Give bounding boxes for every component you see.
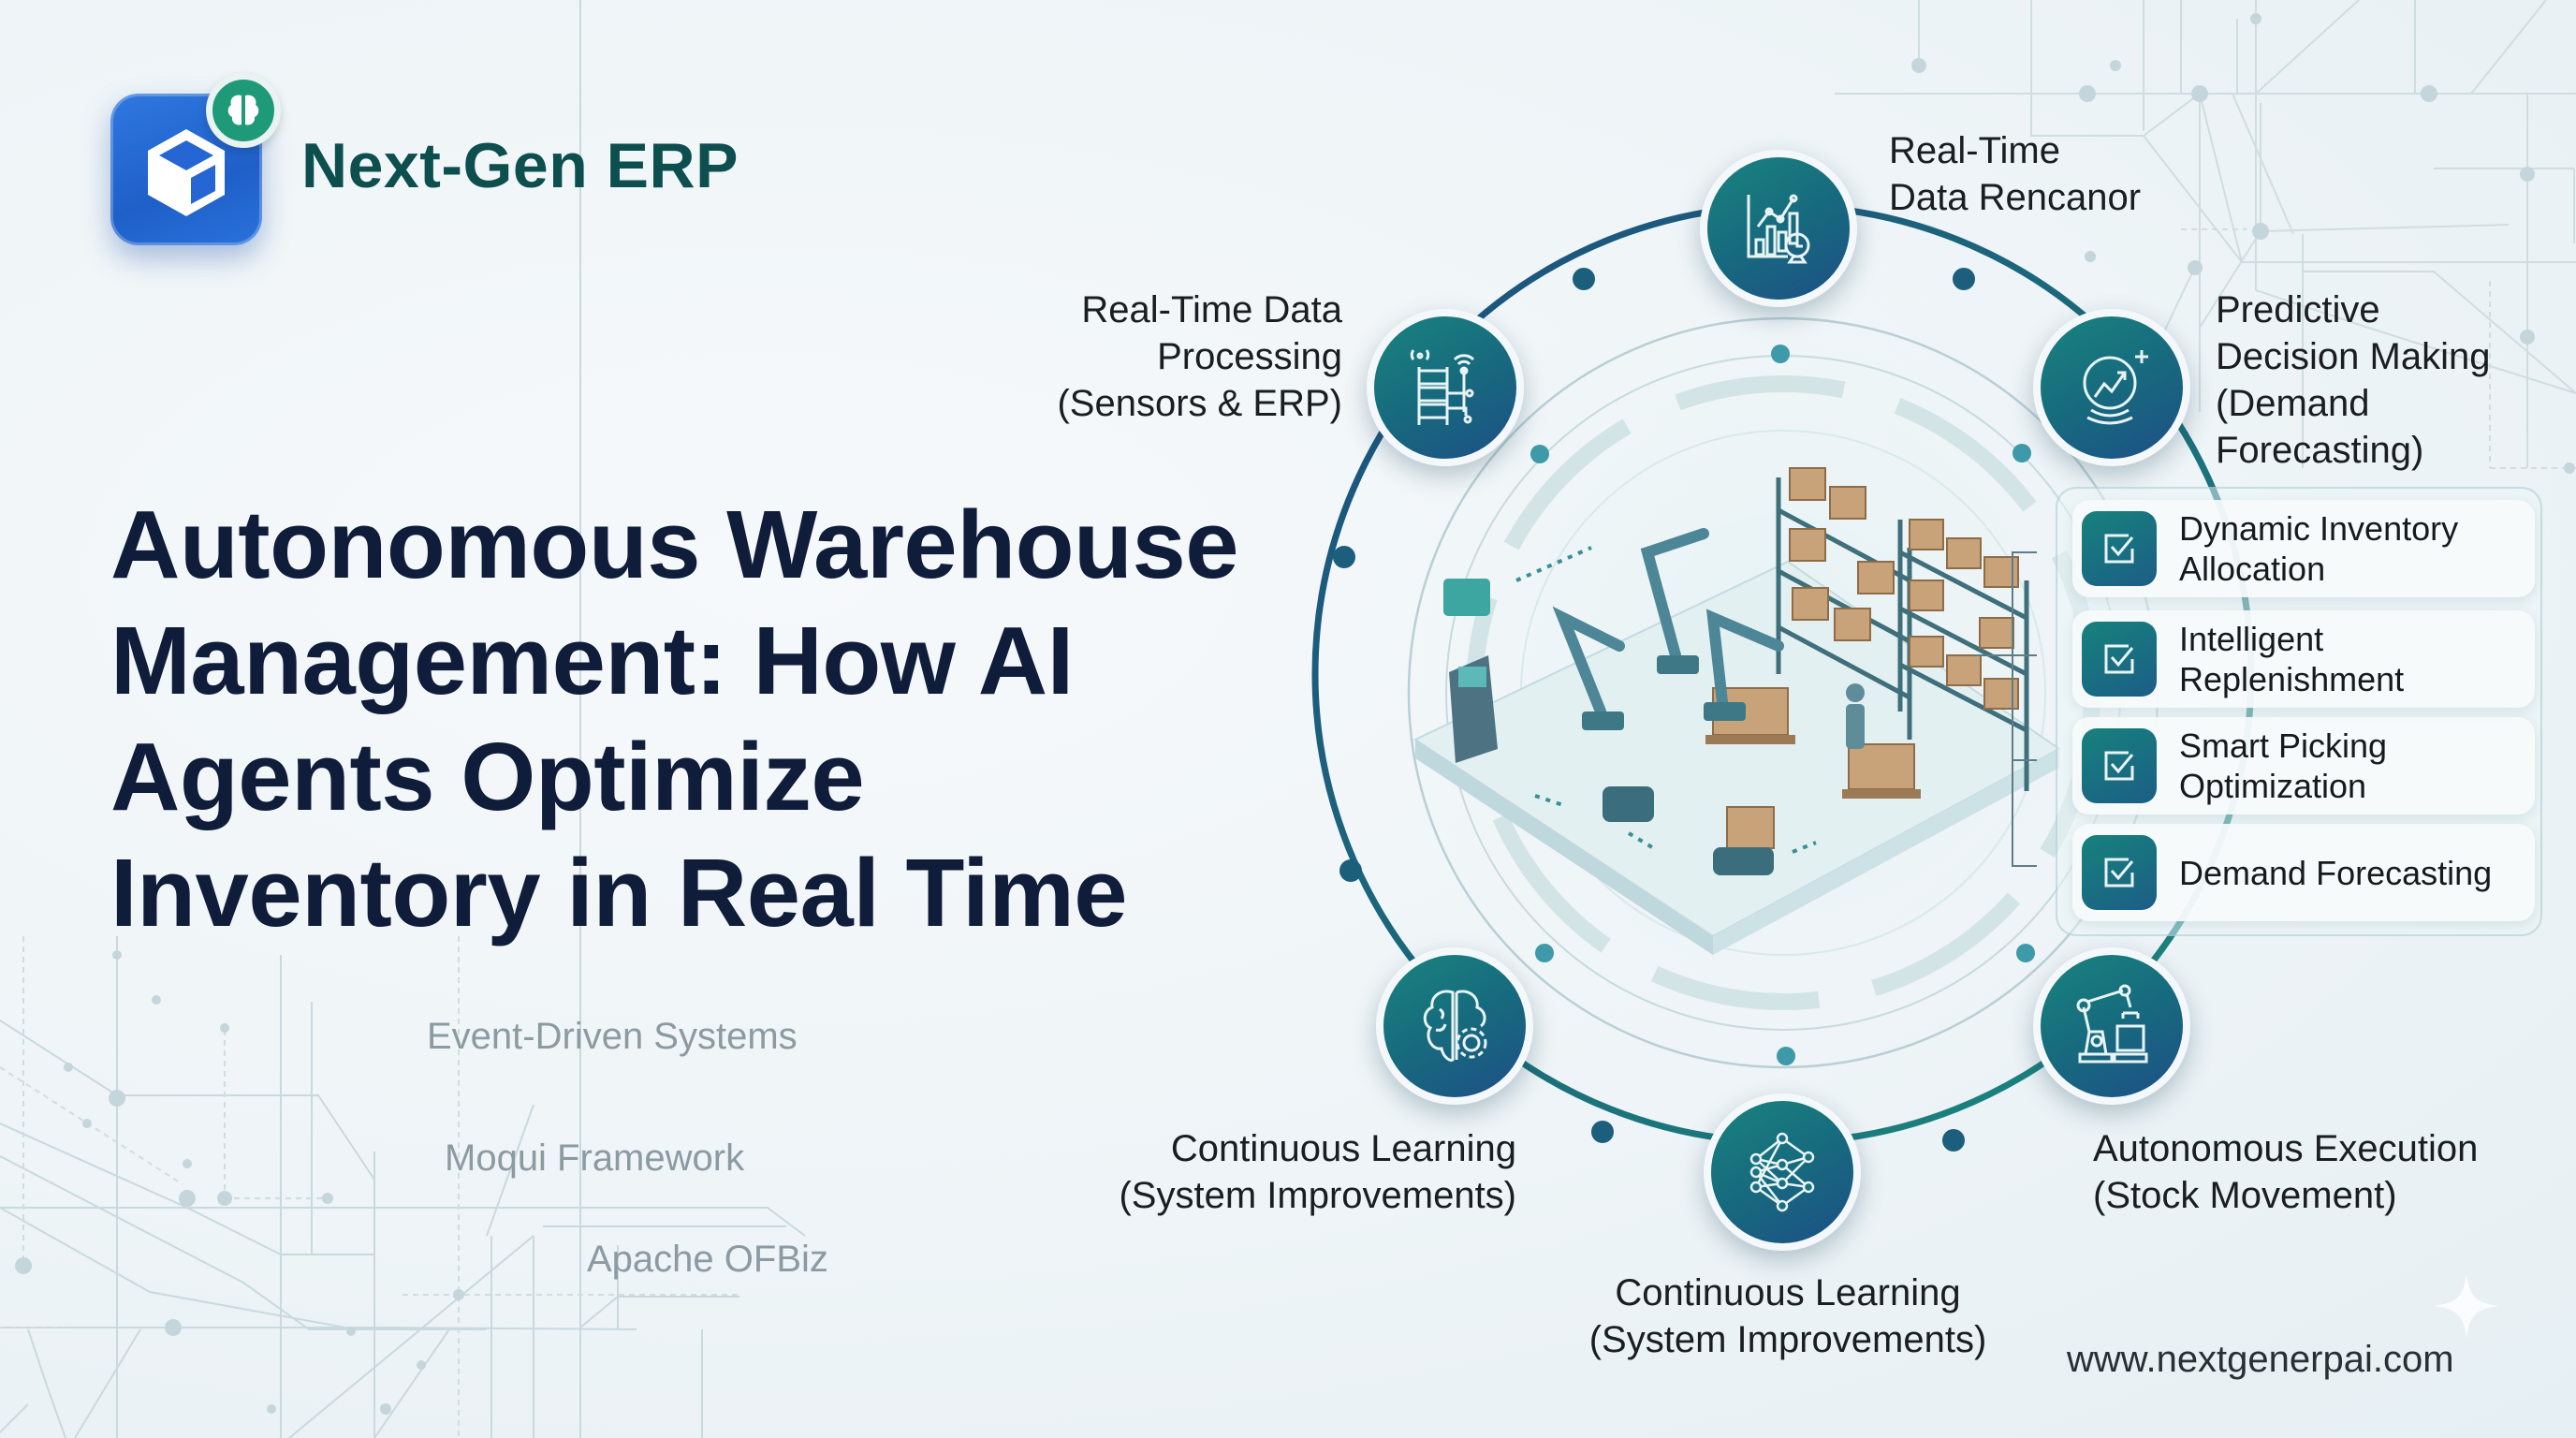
node-data-processing <box>1367 309 1524 466</box>
neural-network-icon <box>1749 1132 1815 1212</box>
crystal-ball-trend-icon <box>2083 350 2148 425</box>
robot-arm-box-icon <box>2076 984 2148 1064</box>
label-realtime-data: Real-Time Data Rencanor <box>1889 130 2142 218</box>
title-line: Inventory in Real Time <box>110 839 1128 946</box>
brand-name: Next-Gen ERP <box>301 130 739 201</box>
checkbox-checked-icon <box>2082 728 2157 803</box>
brain-gear-icon <box>1423 990 1487 1062</box>
tech-label-event-driven: Event-Driven Systems <box>427 1016 798 1057</box>
checklist-item-replenishment: Intelligent Replenishment <box>2072 610 2535 708</box>
cube-icon <box>148 129 225 216</box>
website-link[interactable]: www.nextgenerpai.com <box>2067 1339 2454 1380</box>
label-continuous-learning-bottom: Continuous Learning (System Improvements… <box>1588 1272 1987 1360</box>
title-line: Autonomous Warehouse <box>110 491 1239 598</box>
label-continuous-learning-left: Continuous Learning (System Improvements… <box>1119 1128 1516 1216</box>
node-realtime-data <box>1700 150 1857 307</box>
title-line: Agents Optimize <box>110 723 865 830</box>
checklist-item-smart-picking: Smart Picking Optimization <box>2072 717 2535 814</box>
label-data-processing: Real-Time Data Processing (Sensors & ERP… <box>1057 289 1342 424</box>
tech-label-ofbiz: Apache OFBiz <box>587 1239 828 1280</box>
checkbox-checked-icon <box>2082 511 2157 586</box>
title-line: Management: How AI <box>110 607 1074 714</box>
page-title: Autonomous Warehouse Management: How AI … <box>110 487 1327 951</box>
chart-clock-icon <box>1747 194 1810 264</box>
node-continuous-learning-left <box>1376 947 1533 1105</box>
brain-badge <box>206 73 281 148</box>
node-predictive-decision <box>2033 309 2190 466</box>
server-sensor-icon <box>1410 349 1475 425</box>
sparkle-icon <box>2434 1273 2499 1339</box>
checklist-item-dynamic-inventory: Dynamic Inventory Allocation <box>2072 500 2535 597</box>
node-continuous-learning-bottom <box>1704 1093 1861 1251</box>
label-autonomous-execution: Autonomous Execution (Stock Movement) <box>2093 1128 2479 1216</box>
checklist-label: Demand Forecasting <box>2179 853 2493 892</box>
checklist-label: Dynamic Inventory Allocation <box>2179 509 2459 588</box>
checklist-label: Intelligent Replenishment <box>2179 620 2405 698</box>
tech-label-moqui: Moqui Framework <box>445 1137 745 1179</box>
checklist-item-demand-forecasting: Demand Forecasting <box>2072 824 2535 921</box>
node-autonomous-execution <box>2033 947 2190 1105</box>
checkbox-checked-icon <box>2082 835 2157 910</box>
checkbox-checked-icon <box>2082 622 2157 697</box>
label-predictive-decision: Predictive Decision Making (Demand Forec… <box>2216 289 2491 471</box>
checklist-label: Smart Picking Optimization <box>2179 726 2388 805</box>
brain-icon <box>227 95 259 125</box>
